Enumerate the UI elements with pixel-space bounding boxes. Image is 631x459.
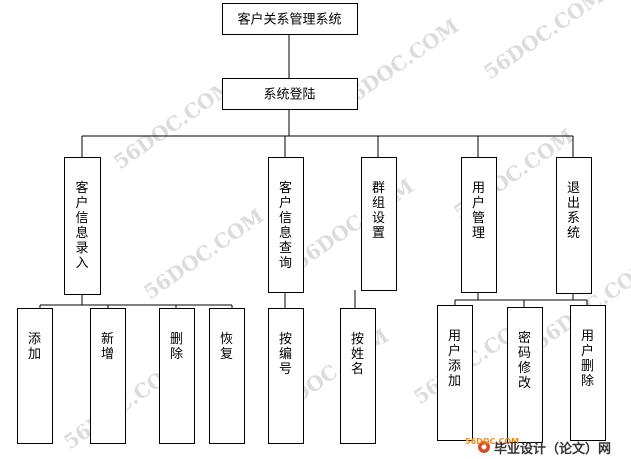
module-node-4-box: [461, 157, 497, 293]
footer-site-name: 毕业设计（论文）网: [494, 441, 611, 457]
leaf-node-8-label: 密码修改: [518, 330, 531, 391]
module-node-4: 用户管理: [461, 157, 497, 293]
logo-small-text: 56DOC.COM: [465, 437, 519, 446]
module-node-2-box: [268, 157, 304, 293]
watermark-text: 56DOC.COM: [139, 204, 268, 304]
leaf-node-3-box: [159, 308, 195, 444]
module-node-5: 退出系统: [556, 157, 592, 294]
leaf-node-2-box: [90, 308, 126, 444]
leaf-node-2-label: 新增: [101, 331, 114, 362]
watermark-text: 56DOC.COM: [109, 74, 238, 174]
leaf-node-1: 添加: [17, 308, 53, 444]
root-node-label: 客户关系管理系统: [237, 12, 341, 28]
leaf-node-1-label: 添加: [28, 332, 41, 362]
login-node-label: 系统登陆: [263, 87, 315, 103]
leaf-node-6-label: 按姓名: [351, 332, 364, 377]
leaf-node-5-label: 按编号: [279, 332, 292, 377]
leaf-node-4: 恢复: [209, 308, 245, 444]
module-node-3-label: 群组设置: [372, 181, 385, 241]
leaf-node-9-box: [570, 305, 606, 441]
login-node-box: [222, 78, 358, 110]
module-node-3: 群组设置: [361, 157, 397, 291]
module-node-3-box: [361, 157, 397, 291]
leaf-node-5-box: [268, 308, 304, 444]
site-logo: 56DOC.COM 毕业设计（论文）网: [465, 437, 611, 457]
module-node-5-label: 退出系统: [567, 181, 580, 241]
module-node-1: 客户信息录入: [64, 157, 101, 295]
leaf-node-4-label: 恢复: [220, 332, 233, 362]
leaf-node-7: 用户添加: [437, 305, 473, 441]
module-node-1-label: 客户信息录入: [75, 180, 88, 271]
leaf-node-9: 用户删除: [570, 305, 606, 441]
leaf-node-3: 删除: [159, 308, 195, 444]
module-node-1-box: [64, 157, 101, 295]
leaf-node-8-box: [507, 307, 543, 443]
module-node-2: 客户信息查询: [268, 157, 304, 293]
leaf-node-6: 按姓名: [340, 308, 376, 444]
login-node: 系统登陆: [222, 78, 358, 110]
leaf-node-8: 密码修改: [507, 307, 543, 443]
root-node: 客户关系管理系统: [222, 3, 358, 35]
watermark-text: 56DOC.COM: [479, 0, 608, 84]
logo-mark-center-icon: [481, 444, 487, 450]
leaf-node-3-label: 删除: [170, 332, 183, 362]
leaf-node-2: 新增: [90, 308, 126, 444]
leaf-node-9-label: 用户删除: [581, 329, 594, 389]
root-node-box: [222, 3, 358, 35]
leaf-node-1-box: [17, 308, 53, 444]
leaf-node-4-box: [209, 308, 245, 444]
module-node-4-label: 用户管理: [472, 181, 485, 241]
leaf-node-7-label: 用户添加: [448, 329, 461, 389]
module-node-2-label: 客户信息查询: [279, 180, 292, 271]
watermark-text: 56DOC.COM: [289, 174, 418, 274]
connector-layer: [39, 34, 588, 308]
leaf-node-7-box: [437, 305, 473, 441]
leaf-node-5: 按编号: [268, 308, 304, 444]
module-node-5-box: [556, 157, 592, 294]
leaf-node-6-box: [340, 308, 376, 444]
